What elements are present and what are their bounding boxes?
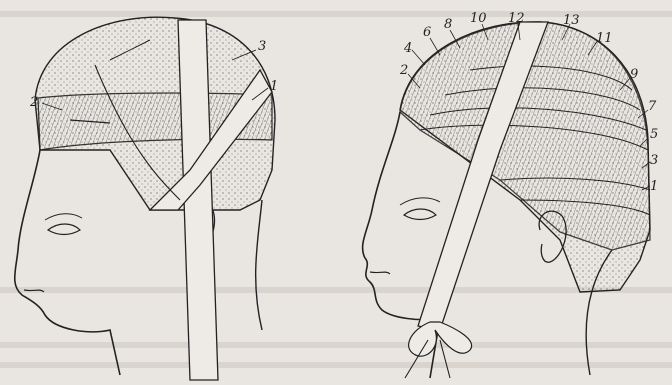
left-face-outline — [15, 150, 120, 375]
left-label-1: 1 — [270, 79, 278, 94]
right-chin-tie — [409, 322, 472, 356]
left-head-figure — [15, 17, 275, 380]
right-label-1: 1 — [650, 179, 658, 194]
right-label-2: 2 — [399, 63, 408, 78]
right-eye — [404, 209, 436, 220]
left-neck-back — [256, 200, 262, 330]
right-label-12: 12 — [508, 11, 525, 26]
right-label-4: 4 — [403, 41, 412, 56]
right-label-9: 9 — [630, 67, 638, 82]
right-label-6: 6 — [423, 25, 431, 40]
left-label-2: 2 — [29, 95, 38, 110]
right-mouth — [370, 272, 390, 274]
right-label-3: 3 — [650, 153, 658, 168]
left-eye — [48, 224, 80, 235]
right-label-11: 11 — [596, 31, 613, 46]
right-label-7: 7 — [648, 99, 657, 114]
right-label-8: 8 — [444, 17, 452, 32]
right-label-13: 13 — [563, 13, 580, 28]
right-label-5: 5 — [650, 127, 658, 142]
left-label-3: 3 — [258, 39, 266, 54]
right-label-10: 10 — [470, 11, 487, 26]
